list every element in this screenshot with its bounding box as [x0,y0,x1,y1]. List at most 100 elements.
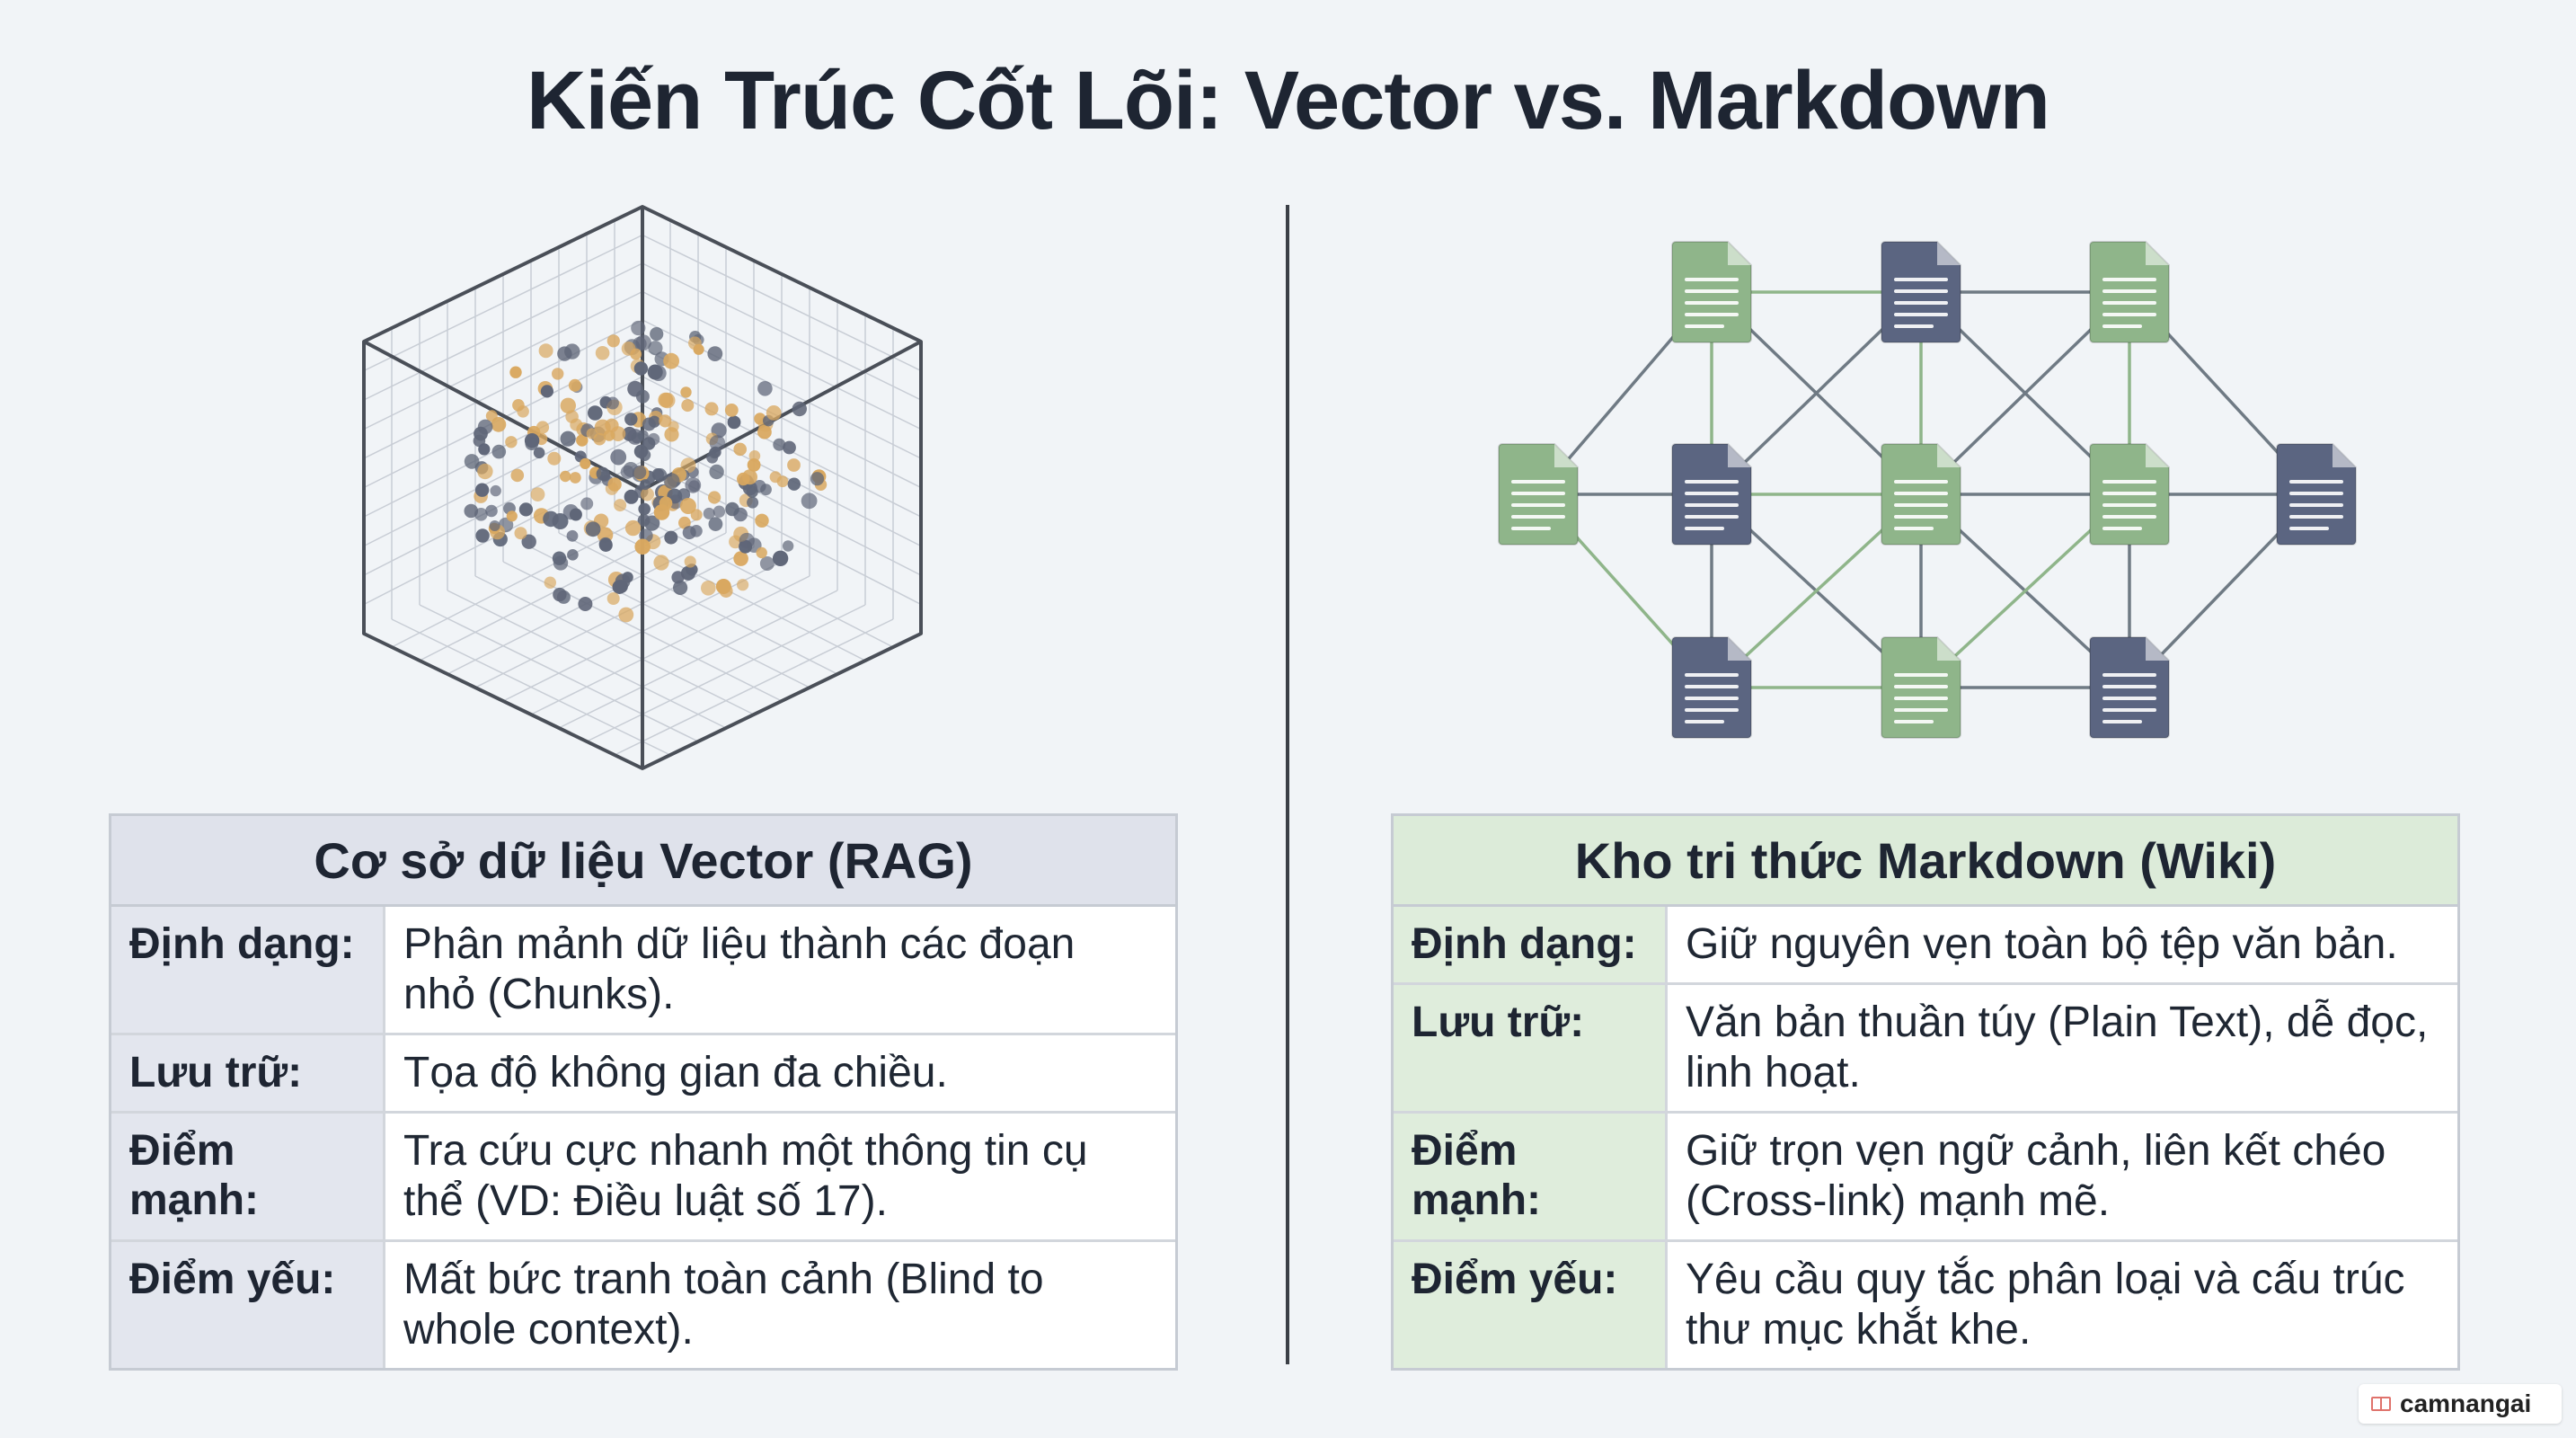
vector-point [464,454,480,469]
vector-point [569,472,581,484]
vector-point [707,346,723,361]
vector-point [567,549,579,561]
vector-point [766,405,782,421]
vector-point [474,508,488,521]
document-icon [1881,241,1961,343]
vector-point [624,519,642,537]
row-label: Định dạng: [1394,907,1668,982]
document-icon [1498,443,1579,546]
row-label: Định dạng: [111,907,385,1033]
vector-point [509,366,522,378]
document-icon [1671,241,1752,343]
markdown-document-network-illustration [1498,241,2357,739]
vector-point [514,527,527,540]
vector-point [748,450,761,462]
vector-point [727,415,741,430]
vector-point [769,471,782,484]
vector-point [709,464,724,480]
row-value: Mất bức tranh toàn cảnh (Blind to whole … [403,1256,1044,1354]
vector-point [709,435,726,451]
vector-point [701,581,716,596]
vector-point [681,399,695,413]
vector-point [642,437,656,450]
vector-point [739,532,755,549]
vector-point [560,431,576,447]
vector-database-panel: Cơ sở dữ liệu Vector (RAG) Định dạng: Ph… [109,813,1178,1371]
vector-point [648,341,663,356]
table-row: Điểm yếu: Yêu cầu quy tắc phân loại và c… [1394,1242,2457,1368]
vector-point [606,396,619,410]
vector-point [773,438,786,451]
vector-point [588,405,603,421]
table-row: Lưu trữ: Văn bản thuần túy (Plain Text),… [1394,985,2457,1114]
vector-point [810,472,825,486]
row-value: Yêu cầu quy tắc phân loại và cấu trúc th… [1686,1256,2405,1354]
vector-point [653,555,669,571]
vector-point [634,538,651,555]
vector-point [759,556,775,571]
row-value: Tọa độ không gian đa chiều. [403,1049,948,1096]
vector-point [760,484,772,496]
vector-point [653,468,668,483]
vector-point-cloud [464,320,828,623]
vector-point [598,538,613,552]
vector-point [713,505,726,518]
vector-point [618,607,634,623]
vector-point [624,413,638,426]
vector-point [586,428,598,439]
vector-point [547,451,562,466]
document-icon [1881,636,1961,739]
vector-point [475,528,490,543]
vector-point [633,361,649,376]
vector-point [614,499,627,512]
vector-point [664,427,679,442]
vector-point [787,458,801,472]
vector-point [485,504,498,518]
vector-point [603,430,615,441]
vector-point [772,550,789,566]
vector-point [596,466,610,481]
row-label: Điểm mạnh: [1394,1114,1668,1239]
vector-point [580,497,594,510]
vector-point [640,479,651,491]
vector-point [664,530,678,545]
page-title: Kiến Trúc Cốt Lõi: Vector vs. Markdown [527,55,2050,146]
vector-point [659,414,672,428]
vector-point [595,346,610,360]
vector-point [568,378,581,392]
vector-point [533,447,545,459]
vector-point [570,418,583,431]
vector-point [478,443,491,456]
vector-point [680,457,696,474]
vector-point [569,508,582,521]
vector-point [682,526,696,540]
vector-point [491,416,507,432]
vector-point [477,419,493,435]
row-label: Lưu trữ: [111,1035,385,1111]
vector-point [585,521,601,537]
vector-point [632,465,647,480]
vector-point [706,451,719,464]
vector-point [610,448,627,466]
row-label: Điểm mạnh: [111,1114,385,1239]
watermark-badge[interactable]: camnangai [2359,1384,2562,1424]
vector-point [638,502,651,516]
center-divider [1286,205,1289,1364]
vector-point [733,442,747,457]
vector-point [621,342,636,356]
vector-point [688,480,700,493]
vector-point [566,529,579,542]
vector-point [663,473,680,490]
vector-point [580,457,591,469]
watermark-label: camnangai [2400,1389,2532,1417]
vector-point [801,493,818,510]
table-row: Điểm mạnh: Tra cứu cực nhanh một thông t… [111,1114,1175,1242]
vector-point [615,573,631,590]
document-icon [2089,241,2170,343]
vector-point [536,421,550,434]
vector-point [505,436,518,448]
vector-point [637,514,651,527]
vector-point [552,368,564,380]
vector-point [576,434,589,447]
vector-point [737,472,750,486]
